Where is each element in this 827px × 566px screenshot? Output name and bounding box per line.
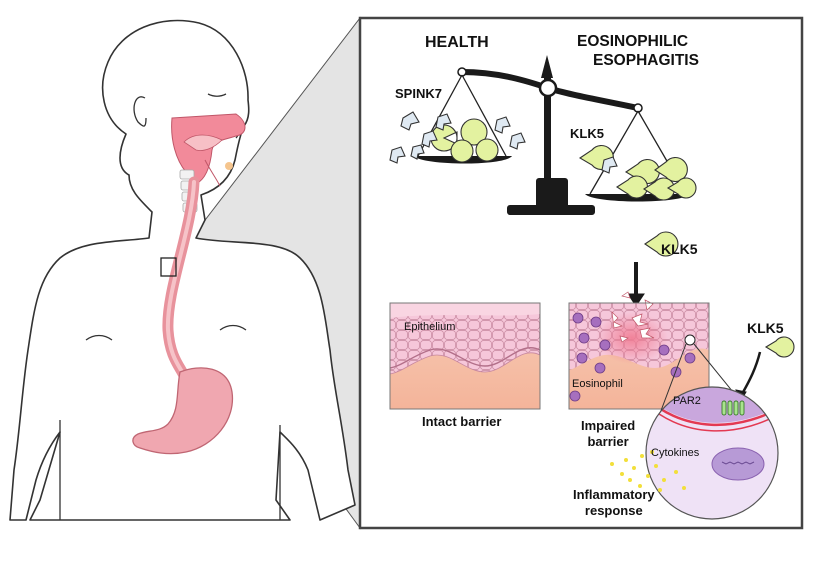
eosinophil-label: Eosinophil — [572, 378, 623, 390]
spink7-eoe-pan — [601, 156, 618, 174]
klk5-molecules — [578, 144, 795, 358]
eoe-label-line2: ESOPHAGITIS — [593, 52, 699, 69]
impaired-barrier-line2: barrier — [587, 434, 629, 449]
epithelium-label: Epithelium — [404, 321, 456, 333]
intact-barrier-label: Intact barrier — [422, 414, 502, 429]
oral-nasal-cavity — [171, 113, 246, 187]
spink7-label: SPINK7 — [395, 86, 442, 101]
impaired-barrier-tissue — [568, 291, 710, 410]
health-pan-molecules — [389, 111, 526, 164]
impaired-barrier-label: Impaired barrier — [581, 418, 635, 450]
eoe-label-line1: EOSINOPHILIC — [577, 33, 689, 50]
par2-label: PAR2 — [673, 395, 701, 407]
klk5-scale-label: KLK5 — [570, 126, 604, 141]
eosinophils — [569, 312, 696, 402]
impaired-barrier-line1: Impaired — [581, 418, 636, 433]
health-label: HEALTH — [425, 34, 489, 51]
cytokines-label: Cytokines — [651, 447, 700, 459]
cytokine-dots — [610, 450, 686, 492]
cell-zoom-circle — [645, 386, 779, 520]
esophagus-highlight — [165, 180, 196, 382]
intact-barrier-tissue — [389, 302, 541, 410]
inflammatory-line2: response — [584, 503, 643, 518]
stomach — [132, 367, 234, 455]
klk5-upper-label: KLK5 — [661, 241, 698, 257]
human-body-outline — [9, 19, 356, 521]
zoom-box — [160, 257, 177, 277]
inflammatory-line1: Inflammatory — [573, 487, 655, 502]
inflammatory-response-label: Inflammatory response — [573, 487, 655, 519]
par2-receptor — [721, 400, 745, 416]
klk5-right-label: KLK5 — [747, 320, 784, 336]
